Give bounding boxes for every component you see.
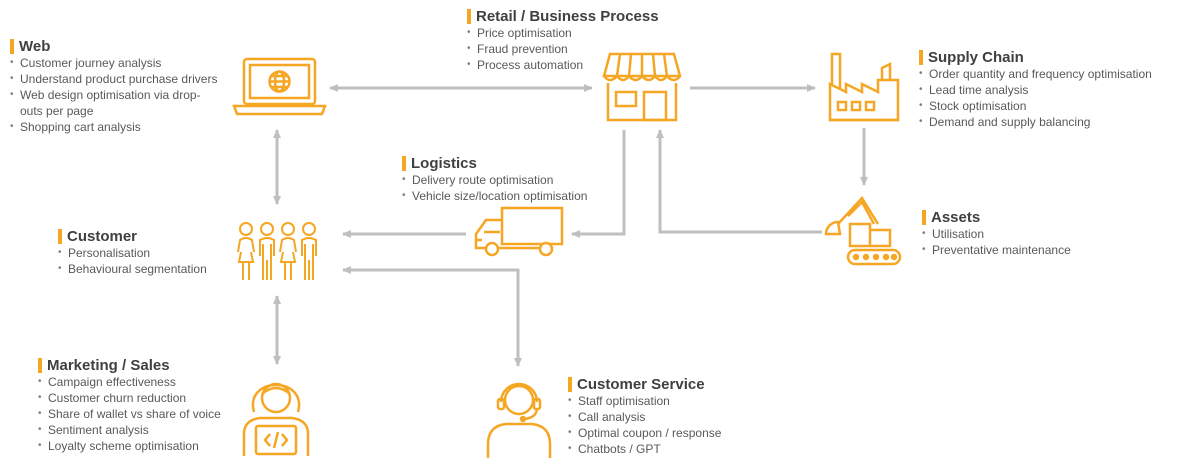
list-item: Lead time analysis bbox=[919, 82, 1152, 98]
section-supply-chain: Supply Chain Order quantity and frequenc… bbox=[919, 49, 1152, 130]
section-title: Customer bbox=[67, 228, 138, 245]
section-retail: Retail / Business Process Price optimisa… bbox=[467, 8, 659, 73]
list-item: Preventative maintenance bbox=[922, 242, 1071, 258]
section-title: Logistics bbox=[411, 155, 477, 172]
list-item: Process automation bbox=[467, 57, 659, 73]
list-item: Stock optimisation bbox=[919, 98, 1152, 114]
laptop-globe-icon bbox=[232, 56, 327, 118]
section-assets: Assets Utilisation Preventative maintena… bbox=[922, 209, 1071, 258]
list-item: Sentiment analysis bbox=[38, 422, 221, 438]
list-item: Shopping cart analysis bbox=[10, 119, 217, 135]
list-item: Optimal coupon / response bbox=[568, 425, 721, 441]
coder-icon bbox=[240, 372, 312, 460]
list-item: Chatbots / GPT bbox=[568, 441, 721, 457]
list-item: Vehicle size/location optimisation bbox=[402, 188, 587, 204]
section-web: Web Customer journey analysis Understand… bbox=[10, 38, 217, 135]
truck-icon bbox=[472, 206, 564, 258]
section-title: Customer Service bbox=[577, 376, 705, 393]
arrow-customer-service bbox=[342, 266, 522, 367]
list-item: Fraud prevention bbox=[467, 41, 659, 57]
excavator-icon bbox=[824, 194, 904, 268]
factory-icon bbox=[828, 50, 900, 122]
accent-bar bbox=[919, 50, 923, 65]
list-item: Utilisation bbox=[922, 226, 1071, 242]
section-title: Supply Chain bbox=[928, 49, 1024, 66]
list-item: Staff optimisation bbox=[568, 393, 721, 409]
accent-bar bbox=[467, 9, 471, 24]
section-customer-service: Customer Service Staff optimisation Call… bbox=[568, 376, 721, 457]
section-customer: Customer Personalisation Behavioural seg… bbox=[58, 228, 207, 277]
list-item: Understand product purchase drivers bbox=[10, 71, 217, 87]
accent-bar bbox=[10, 39, 14, 54]
list-item: Web design optimisation via drop- bbox=[10, 87, 217, 103]
list-item: Campaign effectiveness bbox=[38, 374, 221, 390]
list-item: Personalisation bbox=[58, 245, 207, 261]
list-item: Price optimisation bbox=[467, 25, 659, 41]
list-item-continuation: outs per page bbox=[20, 104, 94, 118]
list-item: Share of wallet vs share of voice bbox=[38, 406, 221, 422]
list-item: Order quantity and frequency optimisatio… bbox=[919, 66, 1152, 82]
list-item: Customer churn reduction bbox=[38, 390, 221, 406]
accent-bar bbox=[58, 229, 62, 244]
list-item: Loyalty scheme optimisation bbox=[38, 438, 221, 454]
section-title: Retail / Business Process bbox=[476, 8, 659, 25]
section-title: Assets bbox=[931, 209, 981, 226]
arrow-retail-logistics bbox=[571, 130, 626, 238]
section-logistics: Logistics Delivery route optimisation Ve… bbox=[402, 155, 587, 204]
list-item: Customer journey analysis bbox=[10, 55, 217, 71]
section-marketing-sales: Marketing / Sales Campaign effectiveness… bbox=[38, 357, 221, 454]
list-item: Call analysis bbox=[568, 409, 721, 425]
section-title: Web bbox=[19, 38, 51, 55]
list-item: Behavioural segmentation bbox=[58, 261, 207, 277]
accent-bar bbox=[402, 156, 406, 171]
people-group-icon bbox=[236, 220, 322, 282]
section-title: Marketing / Sales bbox=[47, 357, 170, 374]
accent-bar bbox=[922, 210, 926, 225]
accent-bar bbox=[38, 358, 42, 373]
list-item: Demand and supply balancing bbox=[919, 114, 1152, 130]
accent-bar bbox=[568, 377, 572, 392]
arrow-assets-retail bbox=[656, 129, 822, 234]
headset-agent-icon bbox=[484, 378, 554, 460]
list-item: Delivery route optimisation bbox=[402, 172, 587, 188]
